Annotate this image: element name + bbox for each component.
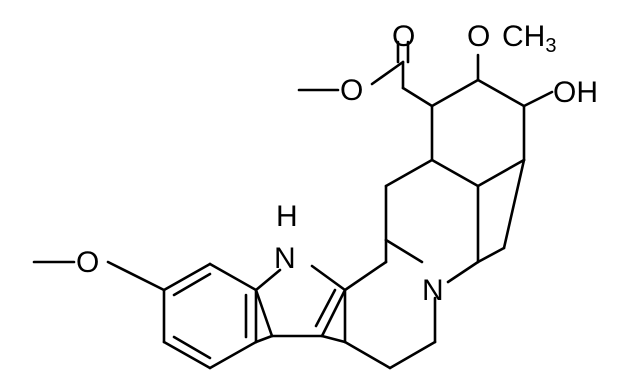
- bond-pyrrole-1: [310, 264, 347, 292]
- atom-nh-h: H: [276, 200, 298, 233]
- bond-pyrrole-2: [254, 268, 282, 292]
- atom-ch3-top: CH3: [502, 20, 556, 57]
- bond-pyrrole-5: [320, 288, 347, 338]
- bond-pyrrole-double: [314, 288, 337, 328]
- bond-ringC-2: [388, 340, 437, 370]
- bond-ringD-3: [384, 238, 424, 264]
- atom-ch3-top-subscript: 3: [545, 35, 556, 57]
- bond-ringE-2: [476, 78, 526, 108]
- bond-pyrrole-to-ringC: [320, 334, 347, 344]
- bond-ringE-1: [430, 78, 480, 108]
- bond-ringD-7: [502, 158, 526, 250]
- atom-n-amine: N: [422, 274, 444, 307]
- bond-benzene-5: [208, 340, 258, 370]
- atom-o-ester: O: [340, 74, 363, 107]
- atom-o-methoxy-left: O: [76, 246, 99, 279]
- atom-o-methoxy-top: O: [467, 20, 490, 53]
- bond-benzene-double-1: [172, 272, 212, 297]
- atom-o-carbonyl: O: [392, 20, 415, 53]
- atom-oh: OH: [553, 76, 598, 109]
- bond-ringE-4: [476, 158, 526, 188]
- bond-ringD-1: [384, 158, 434, 188]
- bond-benzene-2: [162, 262, 212, 292]
- bonds: [32, 40, 554, 370]
- bond-c-to-oh: [522, 90, 554, 108]
- atom-n-indole: N: [274, 242, 296, 275]
- bond-benzene-to-o-left: [106, 260, 166, 292]
- bond-ringC-3: [343, 340, 392, 370]
- bond-benzene-double-2: [172, 335, 212, 360]
- bond-benzene-to-pyrrole: [254, 334, 274, 344]
- bond-o-to-carbonyl-c: [370, 60, 405, 86]
- atom-labels: O O O CH3 OH H N N O: [76, 20, 598, 307]
- bond-pyrrole-3: [254, 288, 274, 338]
- bond-ring-c1-c2: [401, 86, 434, 108]
- bond-ringD-6: [476, 246, 506, 264]
- atom-ch3-top-base: CH: [502, 20, 545, 53]
- bond-benzene-1: [208, 262, 258, 292]
- bond-ringE-5: [430, 158, 480, 188]
- bond-ringC-5: [343, 260, 388, 292]
- bond-benzene-4: [162, 340, 212, 370]
- bond-ringD-4: [446, 260, 480, 284]
